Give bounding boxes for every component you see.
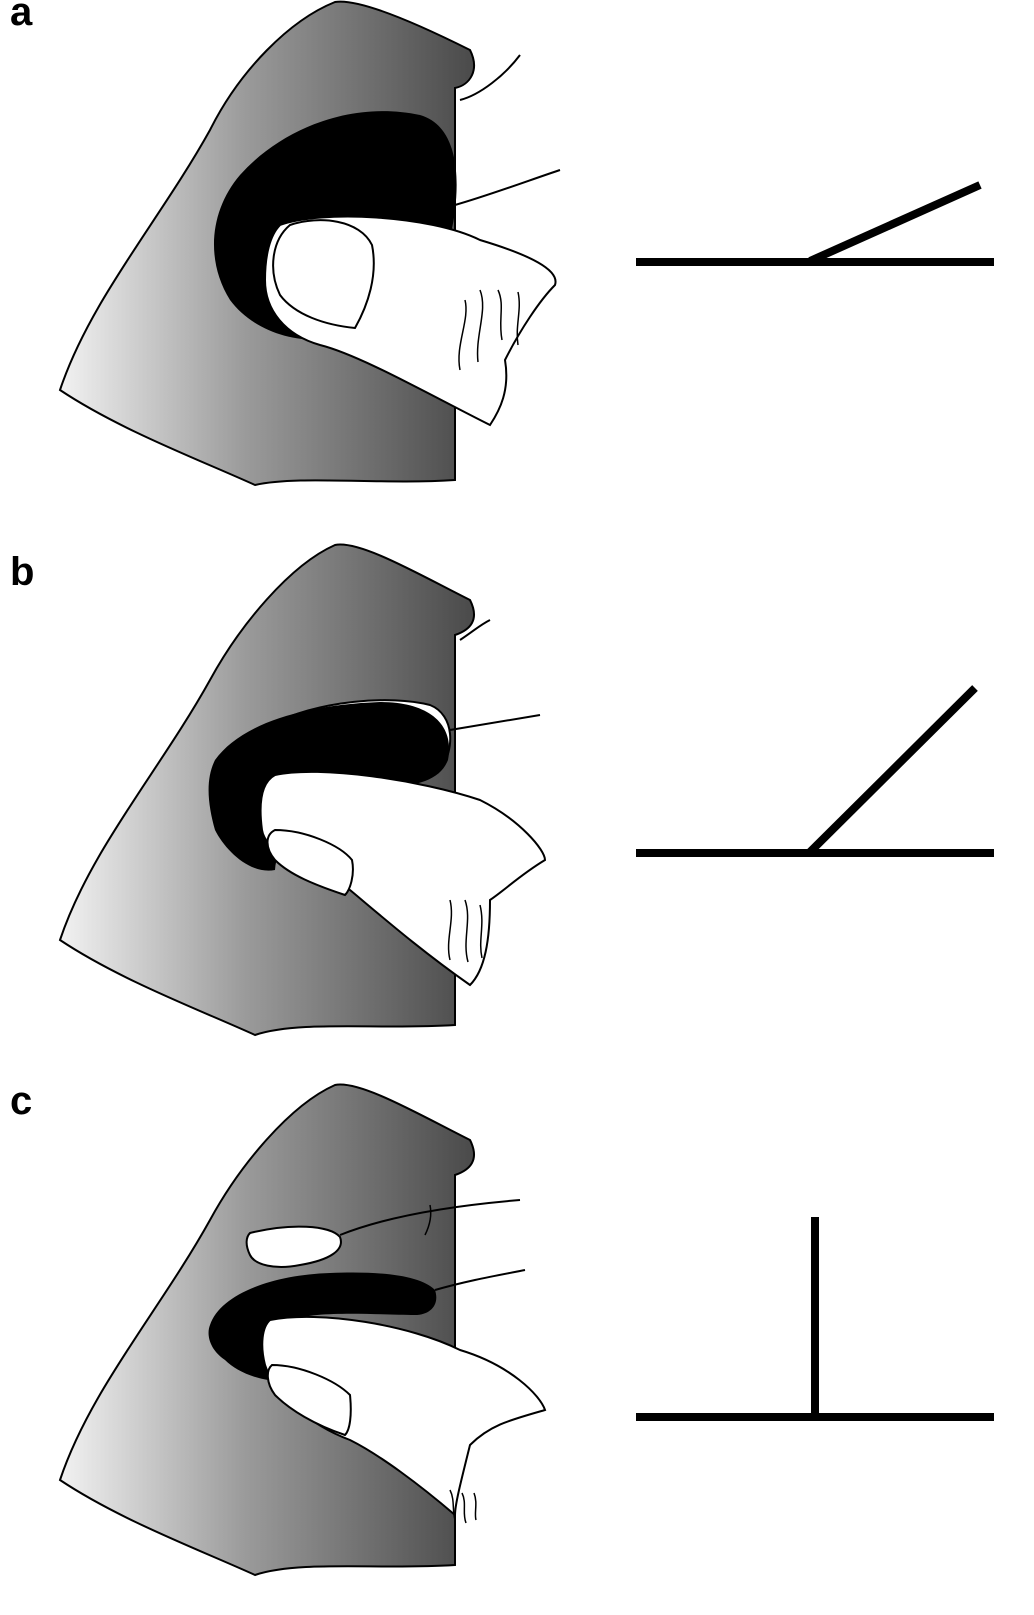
panel-label-c: c bbox=[10, 1079, 33, 1123]
thumb-folding-flap-icon bbox=[58, 1083, 994, 1577]
panel-a: a bbox=[0, 0, 1034, 520]
panel-label-b: b bbox=[10, 550, 35, 594]
panel-c: c bbox=[0, 1065, 1034, 1615]
panel-label-a: a bbox=[10, 0, 33, 34]
panel-b: b bbox=[0, 530, 1034, 1060]
thumb-lifting-flap-icon bbox=[58, 543, 994, 1037]
thumb-pressing-flap-icon bbox=[58, 0, 994, 487]
